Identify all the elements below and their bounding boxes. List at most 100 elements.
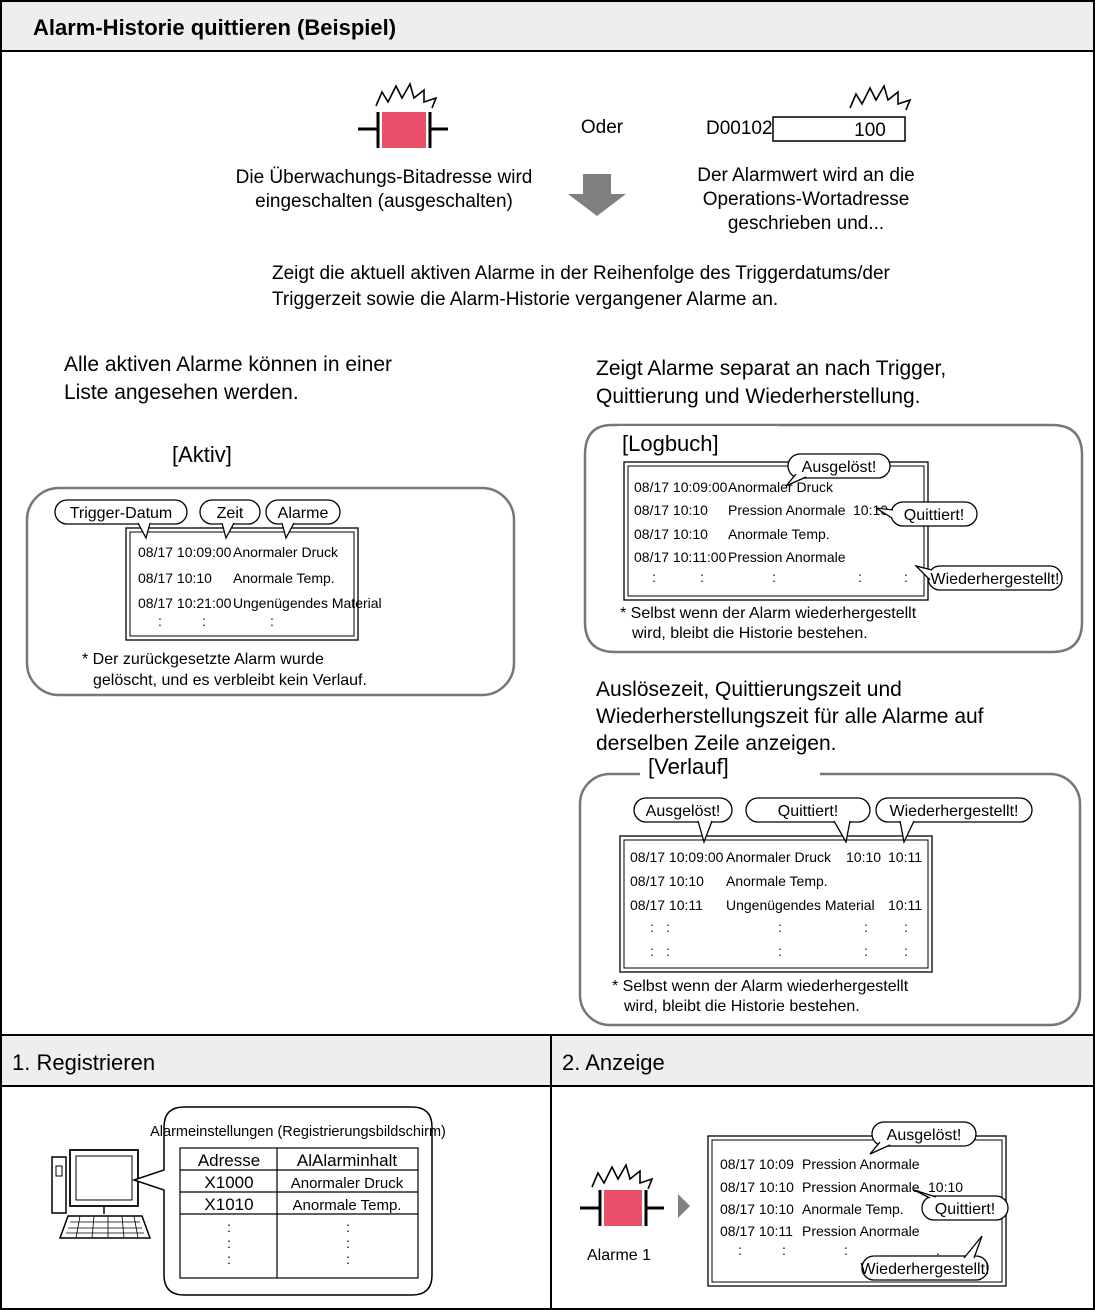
- aktiv-heading: [Aktiv]: [172, 442, 232, 467]
- svg-text::: :: [864, 919, 868, 935]
- svg-text::: :: [202, 613, 206, 629]
- aktiv-row-1-alarm: Anormaler Druck: [233, 544, 339, 560]
- verlauf-row-1-restore: 10:11: [888, 849, 922, 865]
- svg-text::: :: [782, 1242, 786, 1258]
- aktiv-bubble-zeit: Zeit: [199, 499, 261, 540]
- logbuch-screen: [623, 461, 929, 601]
- svg-text::: :: [864, 943, 868, 959]
- verlauf-row-3-alarm: Ungenügendes Material: [726, 897, 875, 913]
- display-bubble-ack: Quittiert!: [913, 1189, 1009, 1221]
- svg-text::: :: [652, 569, 656, 585]
- display-row-1-alarm: Pression Anormale: [802, 1156, 920, 1172]
- aktiv-note-line-2: gelöscht, und es verbleibt kein Verlauf.: [93, 672, 367, 689]
- verlauf-heading: [Verlauf]: [648, 754, 729, 779]
- svg-text::: :: [346, 1219, 350, 1235]
- verlauf-bubble-restored: Wiederhergestellt!: [875, 797, 1033, 845]
- register-col-address: Adresse: [198, 1151, 260, 1170]
- logbuch-row-3-alarm: Anormale Temp.: [728, 526, 830, 542]
- logbuch-bubble-restored: Wiederhergestellt!: [913, 564, 1063, 591]
- verlauf-row-1-ack: 10:10: [846, 849, 881, 865]
- logbuch-row-4-alarm: Pression Anormale: [728, 549, 846, 565]
- verlauf-desc-line-1: Auslösezeit, Quittierungszeit und: [596, 678, 902, 701]
- logbuch-bubble-ack: Quittiert!: [875, 501, 978, 527]
- page-title: Alarm-Historie quittieren (Beispiel): [33, 15, 396, 40]
- svg-text::: :: [700, 569, 704, 585]
- logbuch-row-1-alarm: Anormaler Druck: [728, 479, 834, 495]
- svg-text::: :: [666, 943, 670, 959]
- register-bubble-title: Alarmeinstellungen (Registrierungsbildsc…: [150, 1124, 446, 1140]
- display-row-2-alarm: Pression Anormale: [802, 1179, 920, 1195]
- steps-header-bar: [2, 1036, 1093, 1086]
- display-bubble-triggered: Ausgelöst!: [869, 1121, 977, 1155]
- svg-text::: :: [738, 1242, 742, 1258]
- svg-text:Trigger-Datum: Trigger-Datum: [70, 505, 173, 522]
- down-arrow-icon: [568, 174, 626, 216]
- svg-text::: :: [227, 1219, 231, 1235]
- svg-text::: :: [844, 1242, 848, 1258]
- svg-text::: :: [158, 613, 162, 629]
- title-bar: [2, 2, 1093, 51]
- svg-text:Ausgelöst!: Ausgelöst!: [887, 1127, 962, 1144]
- svg-text:Zeit: Zeit: [217, 505, 244, 522]
- svg-text:Quittiert!: Quittiert!: [935, 1201, 995, 1218]
- svg-text:Wiederhergestellt!: Wiederhergestellt!: [861, 1261, 990, 1278]
- verlauf-ellipsis: ::::: :::::: [650, 919, 908, 959]
- svg-text::: :: [227, 1235, 231, 1251]
- verlauf-screen: [619, 835, 933, 973]
- logbuch-row-4-time: 08/17 10:11:00: [634, 549, 727, 565]
- logbuch-desc-line-1: Zeigt Alarme separat an nach Trigger,: [596, 357, 946, 380]
- verlauf-bubble-triggered: Ausgelöst!: [633, 797, 733, 845]
- register-row-2-content: Anormale Temp.: [293, 1197, 402, 1214]
- display-row-4-alarm: Pression Anormale: [802, 1223, 920, 1239]
- verlauf-desc-line-2: Wiederherstellungszeit für alle Alarme a…: [596, 705, 984, 728]
- logbuch-ellipsis: :::::: [652, 569, 908, 585]
- svg-text::: :: [346, 1235, 350, 1251]
- verlauf-row-2-time: 08/17 10:10: [630, 873, 704, 889]
- logbuch-note-line-2: wird, bleibt die Historie bestehen.: [631, 625, 868, 642]
- right-arrow-icon: [678, 1194, 690, 1218]
- display-row-2-time: 08/17 10:10: [720, 1179, 794, 1195]
- register-table: [179, 1147, 419, 1279]
- lamp-icon: [358, 83, 448, 148]
- register-row-2-address: X1010: [204, 1195, 253, 1214]
- verlauf-row-1-time: 08/17 10:09:00: [630, 849, 724, 865]
- svg-text::: :: [778, 943, 782, 959]
- logbuch-desc-line-2: Quittierung und Wiederherstellung.: [596, 385, 921, 408]
- aktiv-ellipsis: :::: [158, 613, 274, 629]
- aktiv-row-2-time: 08/17 10:10: [138, 570, 212, 586]
- summary-line-1: Zeigt die aktuell aktiven Alarme in der …: [272, 263, 891, 284]
- step-1-header: 1. Registrieren: [12, 1050, 155, 1075]
- svg-text:Alarme: Alarme: [278, 505, 329, 522]
- svg-text:Quittiert!: Quittiert!: [904, 507, 964, 524]
- lamp-caption-line-1: Die Überwachungs-Bitadresse wird: [236, 167, 533, 188]
- svg-text::: :: [666, 919, 670, 935]
- svg-text::: :: [650, 919, 654, 935]
- svg-text::: :: [904, 569, 908, 585]
- verlauf-row-2-alarm: Anormale Temp.: [726, 873, 828, 889]
- aktiv-row-3-time: 08/17 10:21:00: [138, 595, 232, 611]
- aktiv-screen: [125, 527, 359, 641]
- word-caption-line-1: Der Alarmwert wird an die: [697, 165, 915, 186]
- aktiv-row-3-alarm: Ungenügendes Material: [233, 595, 382, 611]
- aktiv-bubble-trigger-datum: Trigger-Datum: [54, 499, 188, 540]
- aktiv-note-line-1: * Der zurückgesetzte Alarm wurde: [82, 651, 324, 668]
- svg-text::: :: [650, 943, 654, 959]
- address-value: 100: [854, 120, 886, 141]
- logbuch-row-3-time: 08/17 10:10: [634, 526, 708, 542]
- word-caption-line-3: geschrieben und...: [728, 213, 884, 234]
- logbuch-row-1-time: 08/17 10:09:00: [634, 479, 728, 495]
- alarm-lamp-icon: [580, 1164, 664, 1226]
- logbuch-row-2-time: 08/17 10:10: [634, 502, 708, 518]
- alarm-1-label: Alarme 1: [587, 1247, 651, 1264]
- logbuch-note-line-1: * Selbst wenn der Alarm wiederhergestell…: [620, 605, 917, 622]
- aktiv-desc-line-1: Alle aktiven Alarme können in einer: [64, 353, 392, 376]
- step-2-header: 2. Anzeige: [562, 1050, 665, 1075]
- display-row-2-ack: 10:10: [928, 1179, 963, 1195]
- register-row-1-address: X1000: [204, 1173, 253, 1192]
- logbuch-row-2-alarm: Pression Anormale: [728, 502, 846, 518]
- oder-label: Oder: [581, 117, 624, 138]
- svg-text:Ausgelöst!: Ausgelöst!: [802, 459, 877, 476]
- display-bubble-restored: Wiederhergestellt!: [861, 1235, 990, 1281]
